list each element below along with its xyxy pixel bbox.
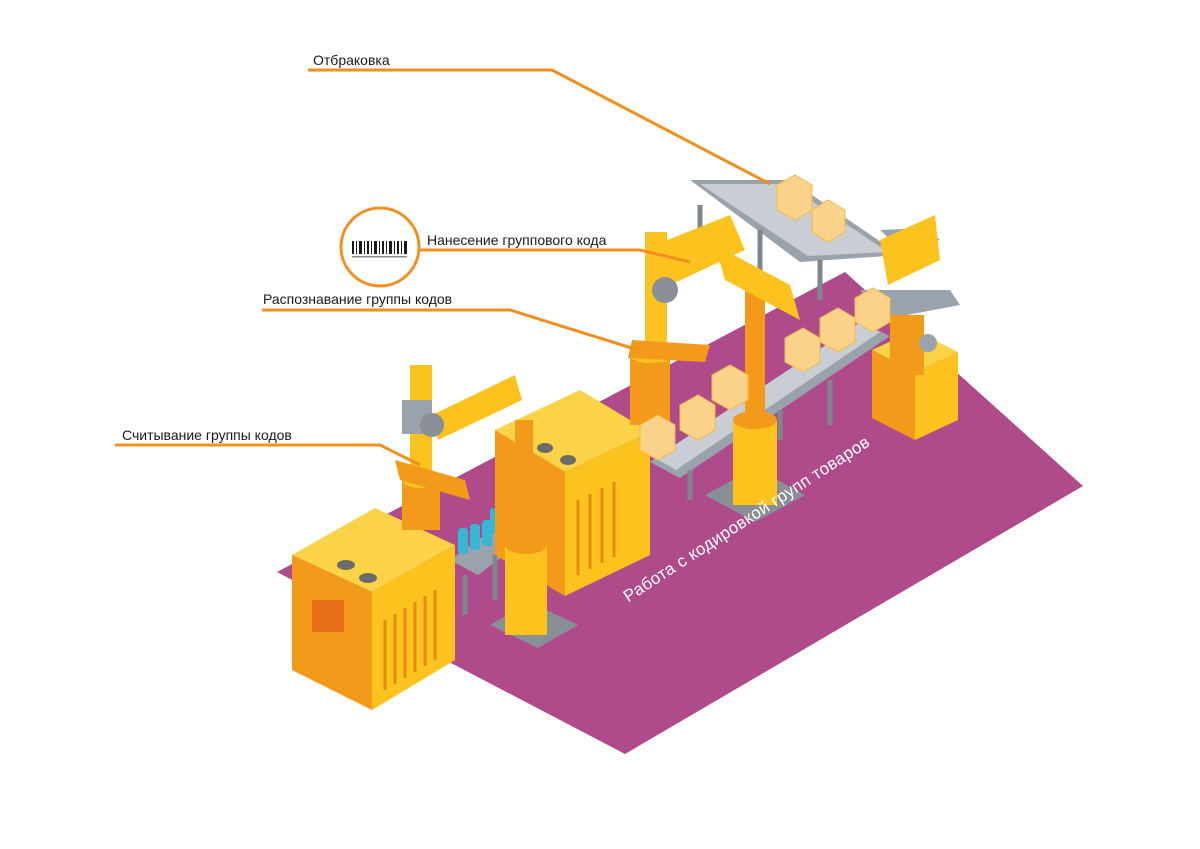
- recognition-robot: [628, 215, 745, 425]
- label-rejection: Отбраковка: [313, 52, 390, 68]
- code-application-robot: [705, 245, 805, 522]
- product-boxes: [639, 174, 891, 461]
- barcode-callout: [339, 206, 421, 288]
- barcode-icon: [352, 241, 407, 258]
- label-group-reading: Считывание группы кодов: [122, 427, 292, 443]
- rejection-robot: [880, 215, 940, 375]
- label-group-code-application: Нанесение группового кода: [427, 232, 607, 248]
- reading-robot-arm: [395, 365, 522, 530]
- callout-lines: [115, 68, 771, 467]
- middle-robot-column: [490, 420, 578, 648]
- label-group-recognition: Распознавание группы кодов: [263, 291, 453, 307]
- left-cabinet: [292, 508, 455, 710]
